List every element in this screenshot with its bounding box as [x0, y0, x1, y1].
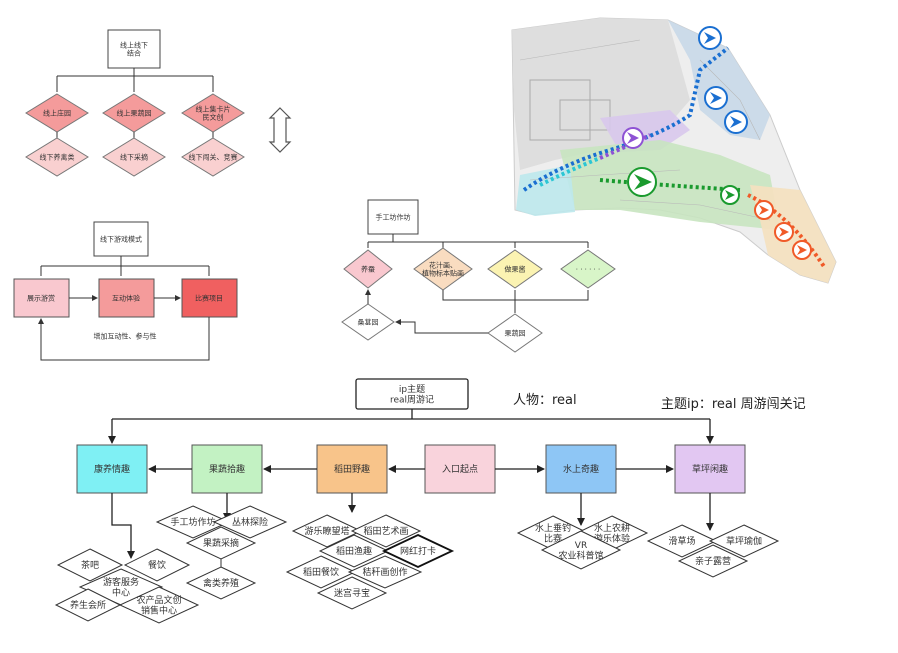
box-entrance [424, 444, 496, 494]
ml-box-2 [98, 278, 155, 318]
tl-root-box [107, 29, 161, 69]
rice-item-4-label: 稻田餐饮 [303, 566, 339, 578]
ml-note: 增加互动性、参与性 [94, 331, 157, 340]
tl-root-label: 线上线下结合 [120, 40, 148, 57]
box-fruit-label: 果蔬拾趣 [209, 463, 245, 475]
mc-root-box [367, 199, 419, 235]
tl-d4-label: 线下养禽类 [40, 152, 75, 161]
wellness-item-1 [123, 548, 191, 582]
rice-item-0 [291, 514, 363, 548]
mid-center-flow: 手工坊作坊 养蚕 花汁画、植物标本贴画 做果酱 · · · · · · 桑葚园 … [341, 199, 616, 353]
box-rice-label: 稻田野趣 [334, 463, 370, 475]
lawn-item-0 [646, 524, 718, 558]
mc-connectors [367, 234, 589, 248]
box-water [545, 444, 617, 494]
fruit-item-0-label: 手工坊作坊 [170, 516, 215, 528]
fruit-item-1-label: 丛林探险 [232, 516, 268, 528]
wellness-item-1-label: 餐饮 [148, 559, 166, 571]
label-theme: 主题ip：real 周游闯关记 [661, 397, 806, 412]
mc-d1-label: 养蚕 [361, 264, 375, 273]
tl-d5-label: 线下采摘 [120, 152, 148, 161]
box-lawn-label: 草坪闲趣 [692, 463, 728, 475]
tl-d1-label: 线上庄园 [43, 108, 71, 117]
rice-item-5-label: 秸秆画创作 [362, 566, 407, 578]
lawn-item-2-label: 亲子露营 [695, 555, 731, 567]
top-left-flow: 线上线下结合 线上庄园 线上果蔬园 线上集卡片民文创 线下养禽类 线下采摘 线下… [25, 29, 292, 177]
rice-item-4 [285, 555, 357, 589]
mc-fruit-connectors [442, 290, 589, 313]
mc-diamond-6 [487, 313, 543, 353]
tl-connectors [56, 68, 214, 92]
ml-root-label: 线下游戏模式 [100, 234, 142, 243]
mc-diamond-3 [487, 249, 543, 289]
rice-item-3-label: 网红打卡 [400, 545, 436, 557]
wellness-item-3-label: 养生会所 [70, 599, 106, 611]
tl-d6-label: 线下闯关、竞赛 [189, 152, 238, 161]
mc-d6-label: 果蔬园 [505, 328, 526, 337]
rice-item-1-label: 稻田艺术画 [363, 525, 408, 537]
ml-connectors [40, 256, 210, 276]
wellness-item-0-label: 茶吧 [81, 559, 99, 571]
lawn-item-1 [708, 524, 780, 558]
double-arrow-icon [268, 107, 292, 153]
fruit-item-1 [212, 505, 288, 539]
wellness-item-2-label: 游客服务中心 [103, 576, 139, 599]
ml-box-1 [13, 278, 70, 318]
box-water-label: 水上奇趣 [563, 463, 599, 475]
wellness-item-3 [54, 588, 122, 622]
rice-item-2-label: 稻田渔趣 [336, 545, 372, 557]
mc-root-label: 手工坊作坊 [376, 212, 411, 221]
label-character: 人物：real [513, 393, 577, 408]
ml-box1-label: 展示游赏 [27, 293, 55, 302]
mc-d4-label: · · · · · · [576, 265, 600, 273]
box-wellness [76, 444, 148, 494]
rice-item-2 [318, 534, 390, 568]
mc-arrow-left [395, 319, 488, 334]
mc-d3-label: 做果酱 [505, 264, 526, 273]
box-rice [316, 444, 388, 494]
lawn-item-0-label: 滑草场 [668, 535, 695, 547]
mc-diamond-1 [343, 249, 393, 289]
tl-diamond-4 [25, 137, 89, 177]
rice-item-6-label: 迷宫寻宝 [334, 587, 370, 599]
rice-item-5 [347, 555, 423, 589]
tl-d3-label: 线上集卡片民文创 [196, 104, 231, 121]
fruit-item-3 [185, 566, 257, 600]
ml-box2-label: 互动体验 [112, 293, 140, 302]
site-map-image [511, 17, 837, 284]
rice-item-6 [316, 576, 388, 610]
fruit-item-0 [155, 505, 231, 539]
wellness-down [111, 493, 135, 559]
mc-diamond-4 [560, 249, 616, 289]
ml-loop [38, 317, 210, 361]
tl-diamond-6 [181, 137, 245, 177]
lawn-item-1-label: 草坪瑜伽 [726, 535, 762, 547]
mc-diamond-5 [341, 303, 395, 341]
mc-d2-label: 花汁画、植物标本贴画 [422, 260, 464, 277]
ml-root-box [93, 221, 149, 257]
wellness-item-4-label: 农产品文创销售中心 [136, 594, 181, 617]
box-entrance-label: 入口起点 [442, 464, 478, 475]
rice-item-1 [350, 514, 422, 548]
mid-left-flow: 线下游戏模式 展示游赏 互动体验 比赛项目 增加互动性、参与性 [13, 221, 238, 361]
fruit-item-3-label: 禽类养殖 [203, 577, 239, 589]
fruit-item-2-label: 果蔬采摘 [203, 537, 239, 549]
wellness-item-4 [118, 586, 200, 624]
mc-d5-label: 桑葚园 [358, 317, 379, 326]
water-item-0-label: 水上垂钓比赛 [535, 522, 571, 545]
lawn-item-2 [677, 544, 749, 578]
water-item-2 [540, 530, 622, 570]
rice-item-0-label: 游乐瞭望塔 [304, 525, 349, 537]
tl-d2-label: 线上果蔬园 [117, 108, 152, 117]
tl-connectors-2 [56, 132, 214, 138]
tl-diamond-5 [102, 137, 166, 177]
wellness-item-0 [56, 548, 124, 582]
ml-box3-label: 比赛项目 [195, 293, 223, 302]
box-wellness-label: 康养情趣 [94, 463, 130, 475]
rice-item-3 [381, 534, 455, 568]
